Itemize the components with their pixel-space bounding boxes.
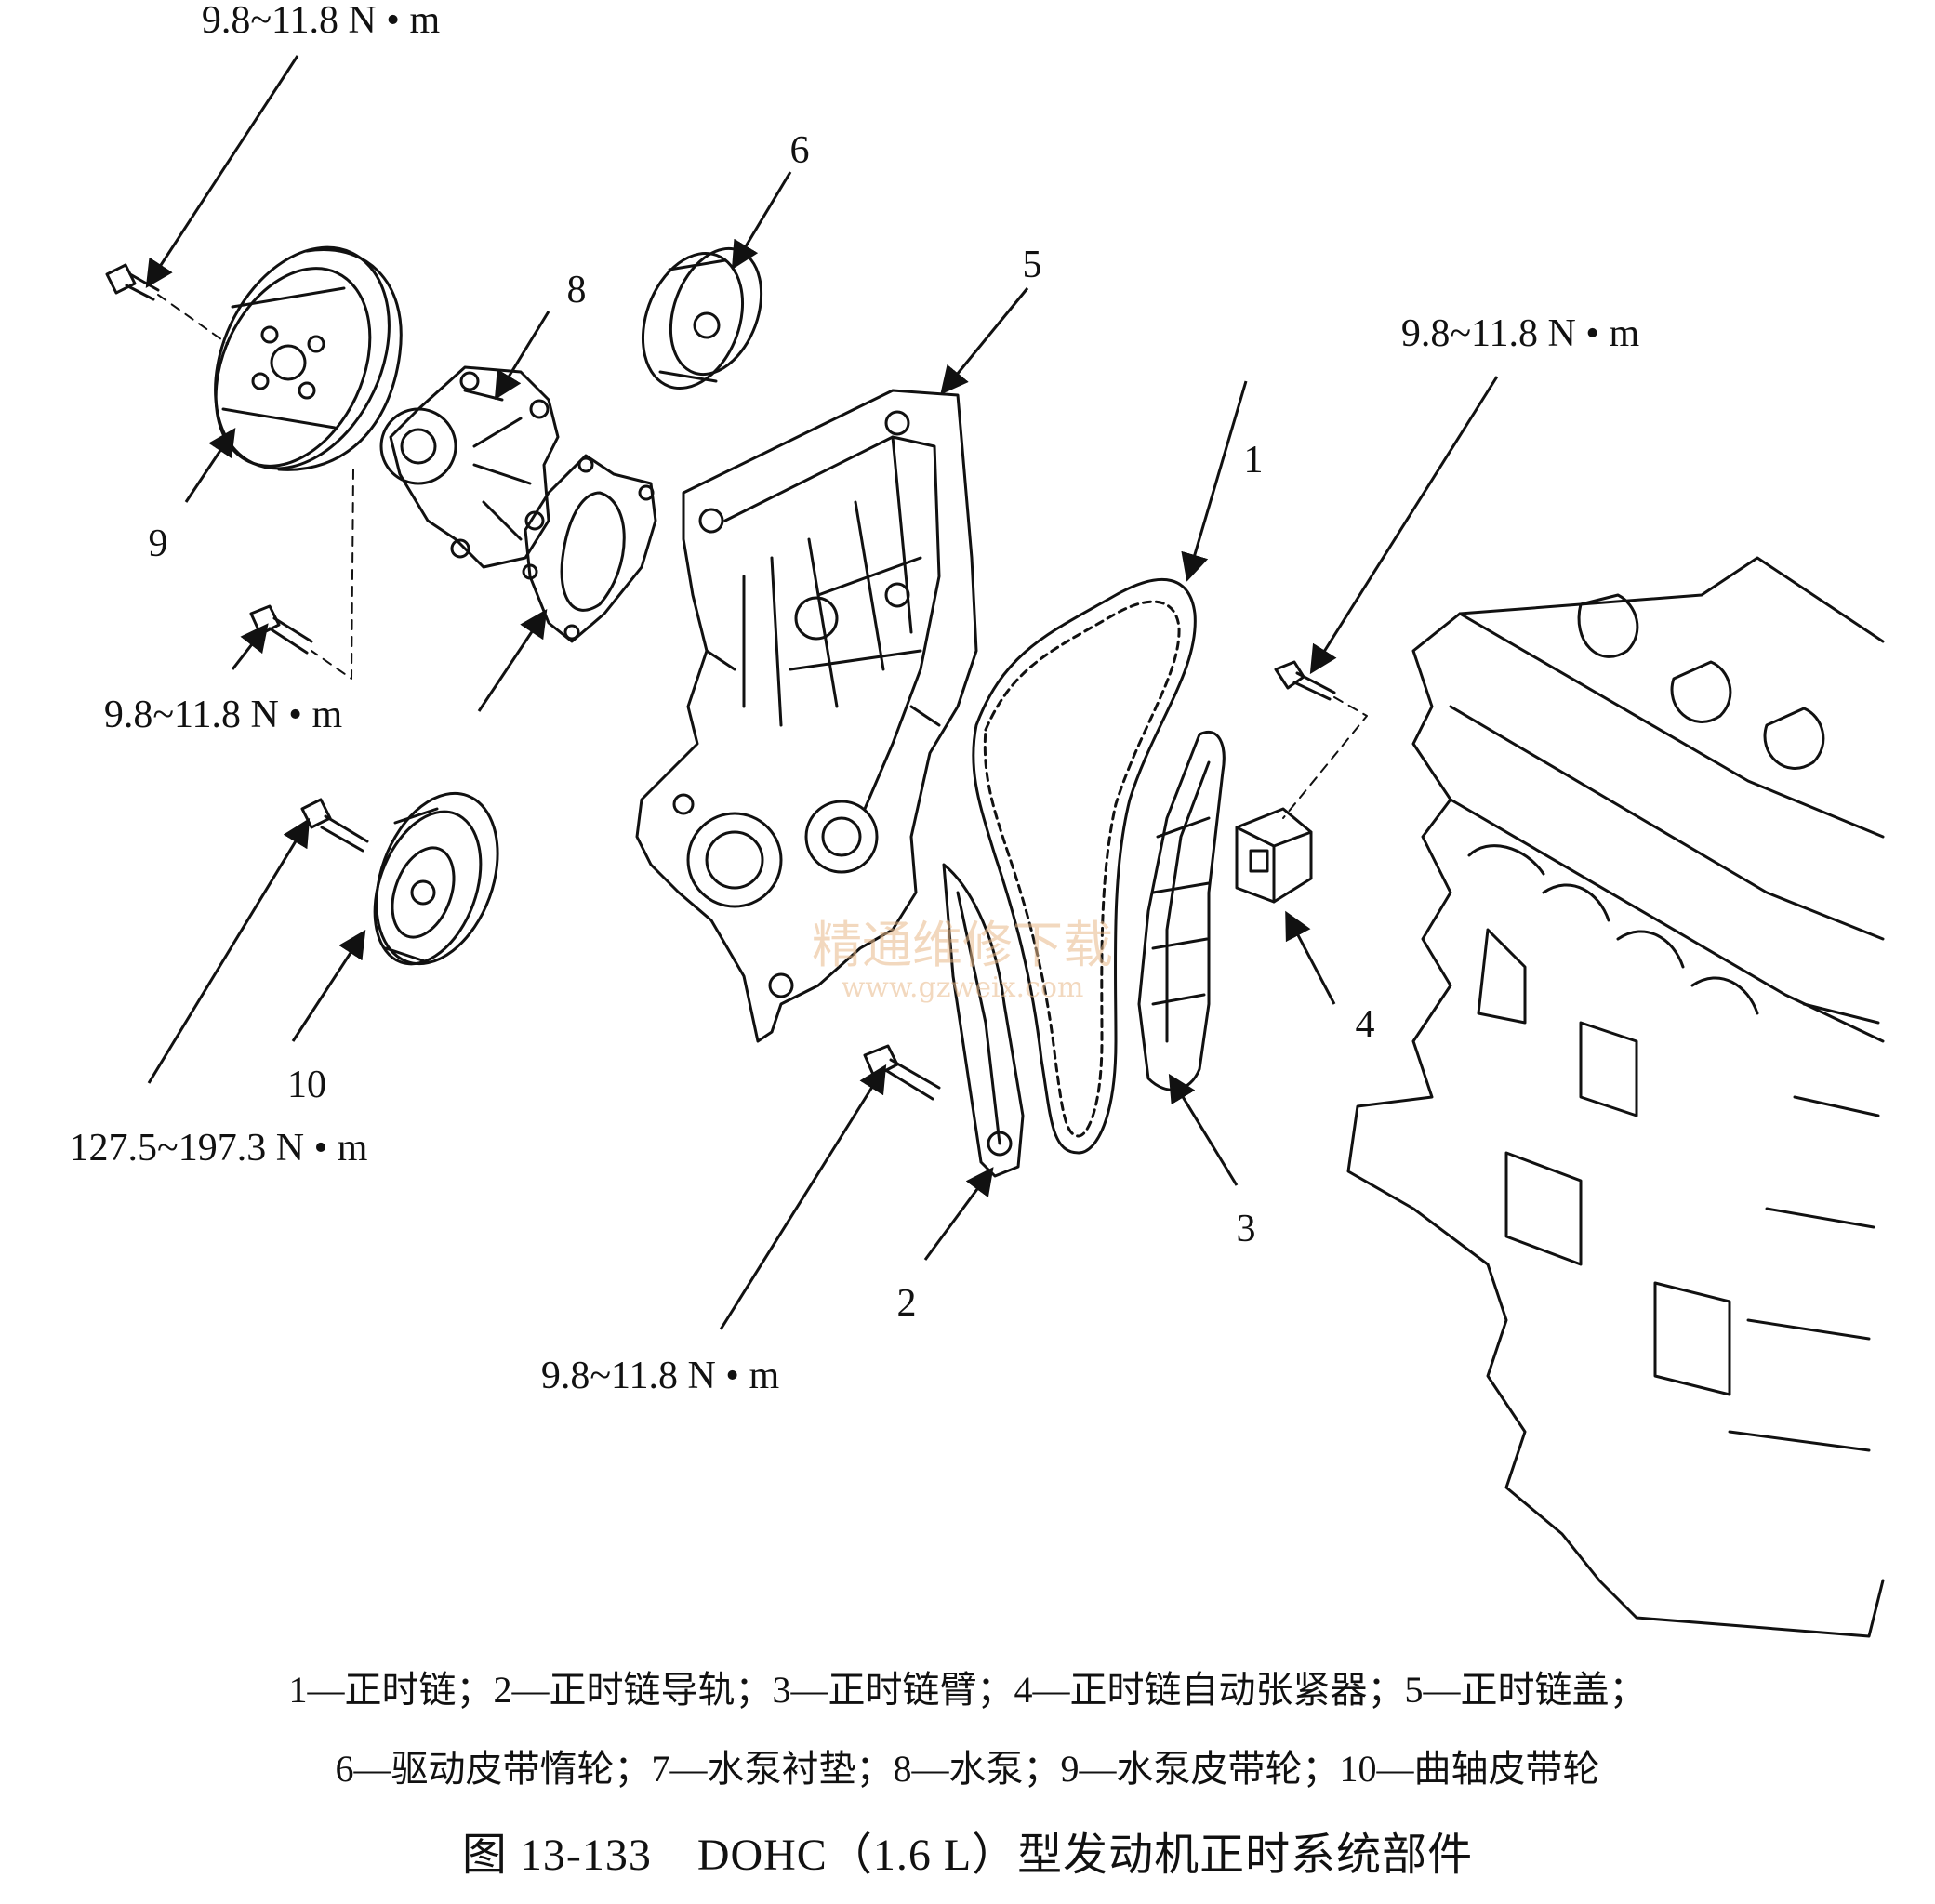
callout-3: 3 [1237,1208,1256,1250]
water-pump [379,365,560,569]
callout-4: 4 [1356,1003,1375,1046]
drive-belt-idler [641,246,763,390]
callout-8: 8 [567,269,587,311]
torque-pump-bolt: 9.8~11.8 N • m [104,694,343,736]
auto-tensioner [1235,807,1313,904]
watermark-url: www.gzweix.com [842,972,1084,1004]
water-pump-gasket [522,454,657,643]
guide-bolt [863,1044,941,1101]
timing-chain [972,577,1197,1155]
callout-10: 10 [287,1064,326,1106]
torque-crank-bolt: 127.5~197.3 N • m [70,1127,368,1170]
timing-chain-arm [1137,731,1226,1091]
leader-lines [145,55,1499,1330]
timing-chain-cover [635,389,978,1043]
water-pump-pulley [214,245,403,471]
pulley9-bolt [105,263,229,345]
torque-pulley9-bolt: 9.8~11.8 N • m [202,0,441,42]
watermark-text: 精通维修下载 [812,916,1113,974]
callout-6: 6 [790,129,810,172]
figure-title: 图 13-133 DOHC（1.6 L）型发动机正时系统部件 [461,1831,1474,1880]
crankshaft-pulley [373,791,499,966]
legend-line-1: 1—正时链；2—正时链导轨；3—正时链臂；4—正时链自动张紧器；5—正时链盖； [288,1669,1647,1711]
watermark: 精通维修下载 www.gzweix.com [812,916,1113,1004]
torque-guide-bolt: 9.8~11.8 N • m [541,1355,780,1397]
engine-block [1346,556,1885,1638]
torque-tensioner-bolt: 9.8~11.8 N • m [1401,312,1640,355]
callout-2: 2 [897,1282,917,1325]
pump-bolt [249,469,354,680]
tensioner-bolt [1274,660,1368,819]
crank-bolt [300,798,369,853]
legend-line-2: 6—驱动皮带惰轮；7—水泵衬垫；8—水泵；9—水泵皮带轮；10—曲轴皮带轮 [335,1748,1600,1790]
callout-5: 5 [1023,244,1042,286]
torque-labels: 9.8~11.8 N • m 9.8~11.8 N • m 9.8~11.8 N… [70,0,1640,1397]
callout-labels: 1 2 3 4 5 6 8 9 10 [149,129,1375,1325]
callout-9: 9 [149,522,168,565]
callout-1: 1 [1244,439,1264,482]
